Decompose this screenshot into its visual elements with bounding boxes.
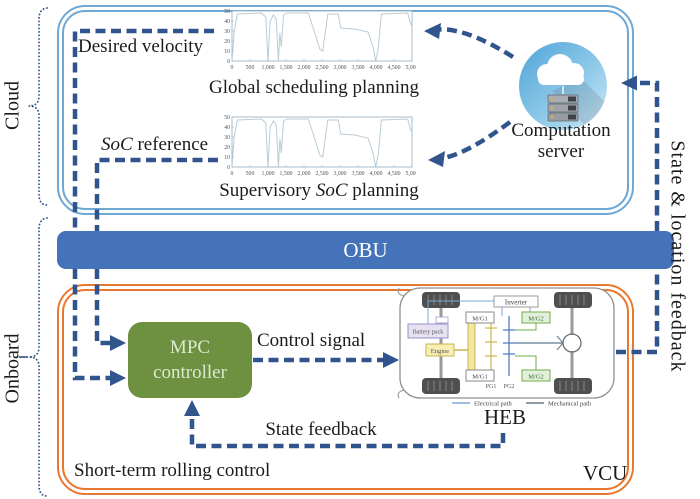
computation-server-icon bbox=[519, 42, 607, 130]
planetary-gear-1 bbox=[485, 316, 497, 376]
mg1-bottom-box bbox=[465, 369, 495, 382]
heb-vehicle-diagram: Inverter M/G1 M/G2 M/G1 M/G2 Battery pac… bbox=[397, 287, 615, 408]
mg2-bottom-label: M/G2 bbox=[528, 374, 544, 381]
desired-velocity-label: Desired velocity bbox=[78, 36, 204, 57]
wheel-treads bbox=[427, 295, 585, 391]
x-tick-label: 3,000 bbox=[333, 171, 346, 177]
mg2-bottom-box bbox=[521, 369, 551, 382]
x-tick-label: 3,000 bbox=[333, 65, 346, 71]
y-tick-label: 0 bbox=[227, 165, 230, 171]
mg1-bottom-label: M/G1 bbox=[472, 374, 488, 381]
x-tick-label: 500 bbox=[246, 171, 255, 177]
legend-electrical-label: Electrical path bbox=[474, 401, 512, 408]
x-tick-label: 500 bbox=[246, 65, 255, 71]
final-drive bbox=[562, 333, 582, 353]
mirror-top bbox=[397, 287, 405, 297]
y-tick-label: 20 bbox=[224, 39, 230, 45]
plot-frame bbox=[231, 10, 413, 62]
global-planning-label: Global scheduling planning bbox=[208, 77, 420, 98]
y-tick-label: 40 bbox=[224, 19, 230, 25]
supervisory-planning-label: Supervisory SoC planning bbox=[219, 180, 419, 201]
battery-pack-box bbox=[407, 323, 449, 339]
battery-cell-glyph bbox=[435, 316, 449, 324]
x-tick-label: 1,000 bbox=[261, 65, 274, 71]
x-tick-label: 1,000 bbox=[261, 171, 274, 177]
legend-mechanical-label: Mechanical path bbox=[548, 401, 592, 408]
x-tick-label: 2,500 bbox=[315, 65, 328, 71]
computation-server-label: Computation server bbox=[511, 120, 611, 162]
pg1-label: PG1 bbox=[486, 384, 497, 390]
inverter-label: Inverter bbox=[505, 299, 528, 307]
y-tick-label: 30 bbox=[224, 29, 230, 35]
soc-reference-label: SoC reference bbox=[101, 134, 209, 155]
cloud-glyph bbox=[537, 54, 584, 85]
y-tick-label: 40 bbox=[224, 125, 230, 131]
engine-box bbox=[425, 343, 455, 357]
engine-label: Engine bbox=[431, 348, 450, 355]
pg2-label: PG2 bbox=[504, 384, 515, 390]
soc-italic: SoC bbox=[101, 134, 133, 155]
wheels bbox=[422, 292, 592, 394]
control-signal-label: Control signal bbox=[257, 330, 366, 351]
x-tick-label: 5,000 bbox=[405, 65, 416, 71]
y-tick-label: 10 bbox=[224, 49, 230, 55]
onboard-section-box bbox=[57, 284, 634, 495]
y-tick-label: 30 bbox=[224, 135, 230, 141]
mg1-top-box bbox=[465, 311, 495, 324]
x-tick-label: 2,500 bbox=[315, 171, 328, 177]
cloud-side-label: Cloud bbox=[1, 81, 24, 130]
engine-output-shaft bbox=[467, 319, 476, 373]
state-feedback-label: State feedback bbox=[265, 419, 377, 440]
vcu-label: VCU bbox=[583, 461, 628, 485]
state-location-feedback-label: State & location feedback bbox=[666, 140, 689, 373]
x-tick-label: 5,000 bbox=[405, 171, 416, 177]
onboard-brace bbox=[28, 217, 48, 497]
x-tick-label: 2,000 bbox=[297, 65, 310, 71]
planetary-gear-2 bbox=[503, 316, 515, 376]
inverter-box bbox=[493, 295, 539, 308]
mirror-bottom bbox=[397, 389, 405, 399]
onboard-side-label: Onboard bbox=[1, 333, 24, 404]
cloud-brace bbox=[28, 7, 48, 206]
x-tick-label: 4,000 bbox=[369, 171, 382, 177]
x-tick-label: 3,500 bbox=[351, 65, 364, 71]
y-tick-label: 20 bbox=[224, 145, 230, 151]
mpc-label-line2: controller bbox=[153, 362, 227, 383]
x-tick-label: 2,000 bbox=[297, 171, 310, 177]
x-tick-label: 0 bbox=[231, 65, 234, 71]
obu-bar: OBU bbox=[57, 231, 674, 269]
y-tick-label: 50 bbox=[224, 115, 230, 121]
location-feedback-line-upper bbox=[634, 80, 660, 231]
server-stack-glyph bbox=[547, 94, 579, 122]
x-tick-label: 4,500 bbox=[387, 65, 400, 71]
x-tick-label: 4,500 bbox=[387, 171, 400, 177]
x-tick-label: 3,500 bbox=[351, 171, 364, 177]
soc-italic: SoC bbox=[315, 180, 348, 201]
short-term-label: Short-term rolling control bbox=[74, 460, 271, 481]
battery-pack-label: Battery pack bbox=[413, 330, 444, 336]
x-tick-label: 0 bbox=[231, 171, 234, 177]
heb-label: HEB bbox=[484, 405, 526, 429]
mg2-top-label: M/G2 bbox=[528, 316, 544, 323]
mg1-top-label: M/G1 bbox=[472, 316, 488, 323]
mg2-top-box bbox=[521, 311, 551, 324]
x-tick-label: 1,500 bbox=[279, 171, 292, 177]
x-tick-label: 1,500 bbox=[279, 65, 292, 71]
y-tick-label: 50 bbox=[224, 9, 230, 15]
mpc-label-line1: MPC bbox=[169, 337, 211, 358]
plot-frame bbox=[231, 116, 413, 168]
mg2-lines bbox=[515, 323, 537, 370]
obu-label: OBU bbox=[343, 238, 388, 262]
x-tick-label: 4,000 bbox=[369, 65, 382, 71]
y-tick-label: 0 bbox=[227, 59, 230, 65]
y-tick-label: 10 bbox=[224, 155, 230, 161]
mpc-controller-box: MPC controller bbox=[128, 322, 252, 398]
